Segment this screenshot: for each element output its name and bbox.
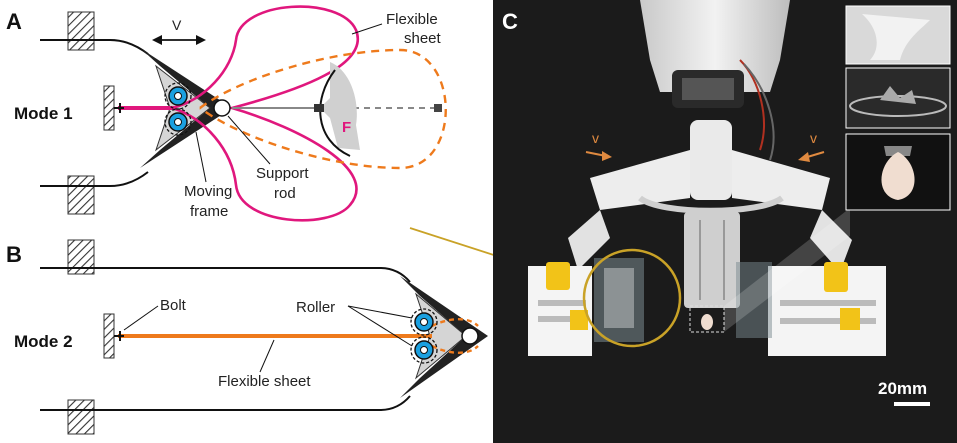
mode1-label: Mode 1 [14, 104, 73, 123]
center-column [684, 212, 740, 308]
sheet-dashed-outline [199, 48, 447, 170]
moving-frame-label-line1: Moving [184, 183, 232, 200]
moving-frame-label-line2: frame [190, 203, 228, 220]
rod-end [434, 104, 442, 112]
left-yellow-block [546, 262, 570, 290]
scale-bar-label: 20mm [878, 379, 927, 398]
roller-bottom-b [410, 336, 438, 364]
roller-top-b [410, 308, 438, 336]
roller-top [164, 82, 192, 110]
lower-guide-b [40, 395, 411, 411]
flexible-sheet-label-b: Flexible sheet [218, 373, 311, 390]
scale-bar [894, 402, 930, 406]
upper-guide-b [40, 267, 411, 283]
wall-hatch-bottom [67, 175, 95, 215]
panel-label-a: A [6, 9, 22, 34]
panel-a: A V F [6, 5, 447, 222]
bolt-wall-hatch-b [103, 313, 115, 359]
flexible-sheet-mode1 [118, 5, 360, 222]
inset-bottom [845, 133, 951, 211]
object-arc [319, 69, 351, 157]
panel-b: B Mode 2 Bolt Roller Flexible sheet [6, 239, 488, 435]
wall-hatch-bottom-b [67, 399, 95, 435]
inset-middle [845, 67, 951, 129]
panel-c-photo: C [493, 0, 957, 443]
right-flexible-sheet [736, 262, 772, 338]
roller-bottom [164, 108, 192, 136]
photo-velocity-left: v [592, 130, 599, 146]
object-box [689, 305, 725, 333]
gripper-hub [690, 120, 732, 200]
right-yellow-block [824, 262, 848, 292]
gripped-object [320, 62, 360, 150]
grasped-object [701, 314, 713, 330]
photo-velocity-right: v [810, 130, 817, 146]
bolt-wall-hatch [103, 85, 115, 131]
support-rod-label-line1: Support [256, 165, 309, 182]
wall-hatch-top [67, 11, 95, 51]
velocity-label: V [172, 17, 182, 33]
mode2-label: Mode 2 [14, 332, 73, 351]
inset-top [845, 5, 951, 65]
flexible-sheet-label-line2: sheet [404, 30, 442, 47]
lower-guide [40, 171, 149, 187]
gripper-arm-left [590, 150, 690, 210]
robot-arm [640, 0, 790, 92]
force-label: F [342, 119, 351, 136]
flexible-sheet-label-line1: Flexible [386, 11, 438, 28]
rod-tip [213, 99, 231, 117]
support-rod-label-line2: rod [274, 185, 296, 202]
panel-label-b: B [6, 242, 22, 267]
roller-label: Roller [296, 299, 335, 316]
highlight-circle [582, 248, 682, 348]
left-flexible-sheet [594, 258, 644, 342]
bolt-label: Bolt [160, 297, 187, 314]
panel-label-c: C [502, 9, 518, 34]
gripper-arm-right [732, 150, 830, 210]
